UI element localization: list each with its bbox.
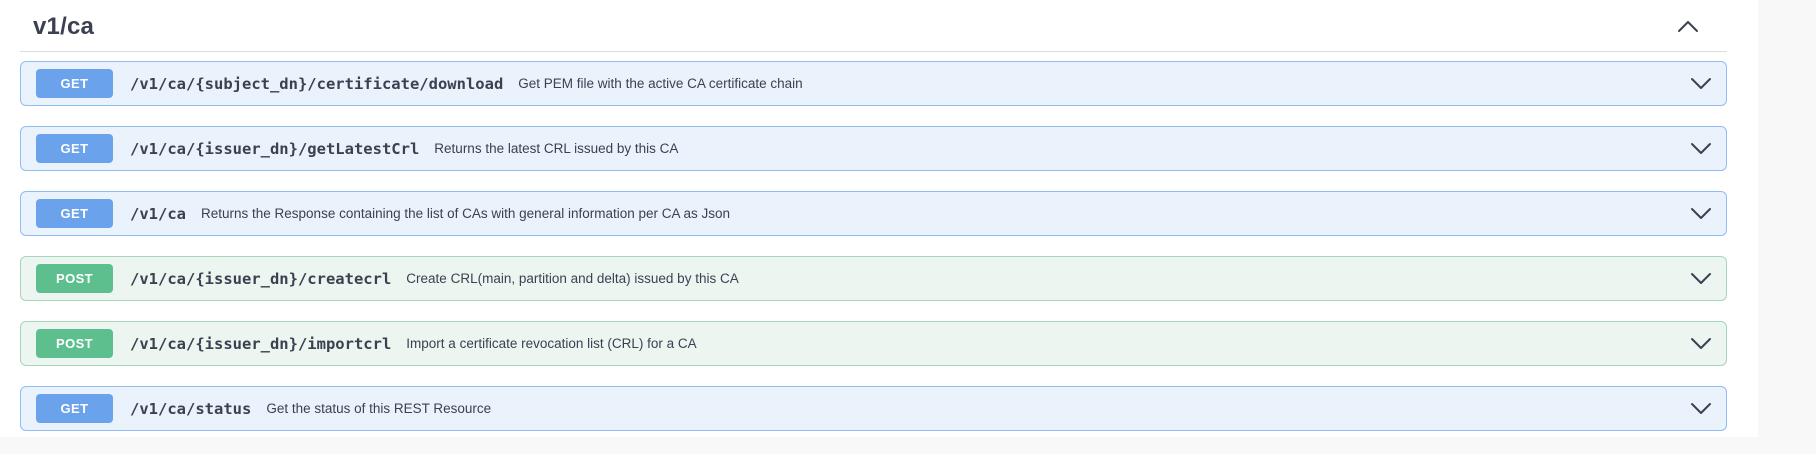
endpoint-path: /v1/ca — [130, 204, 186, 223]
expand-operation-button[interactable] — [1690, 142, 1712, 155]
section-collapse-button[interactable] — [1677, 20, 1699, 33]
chevron-down-icon — [1691, 403, 1711, 414]
expand-operation-button[interactable] — [1690, 272, 1712, 285]
http-method-badge: GET — [36, 69, 113, 98]
chevron-down-icon — [1691, 338, 1711, 349]
endpoint-row[interactable]: POST /v1/ca/{issuer_dn}/createcrl Create… — [20, 256, 1727, 301]
expand-operation-button[interactable] — [1690, 337, 1712, 350]
http-method-badge: POST — [36, 264, 113, 293]
expand-operation-button[interactable] — [1690, 77, 1712, 90]
expand-operation-button[interactable] — [1690, 207, 1712, 220]
endpoint-path: /v1/ca/{issuer_dn}/getLatestCrl — [130, 139, 420, 158]
chevron-up-icon — [1678, 21, 1698, 32]
chevron-down-icon — [1691, 273, 1711, 284]
endpoint-description: Get PEM file with the active CA certific… — [518, 76, 803, 91]
endpoint-row[interactable]: GET /v1/ca/{subject_dn}/certificate/down… — [20, 61, 1727, 106]
endpoint-list: GET /v1/ca/{subject_dn}/certificate/down… — [20, 52, 1727, 431]
endpoint-description: Returns the latest CRL issued by this CA — [434, 141, 679, 156]
chevron-down-icon — [1691, 208, 1711, 219]
endpoint-row[interactable]: POST /v1/ca/{issuer_dn}/importcrl Import… — [20, 321, 1727, 366]
http-method-badge: GET — [36, 134, 113, 163]
endpoint-description: Import a certificate revocation list (CR… — [406, 336, 697, 351]
endpoint-path: /v1/ca/{issuer_dn}/createcrl — [130, 269, 392, 288]
http-method-badge: POST — [36, 329, 113, 358]
endpoint-description: Create CRL(main, partition and delta) is… — [406, 271, 739, 286]
http-method-badge: GET — [36, 394, 113, 423]
section-header[interactable]: v1/ca — [20, 0, 1727, 52]
chevron-down-icon — [1691, 143, 1711, 154]
endpoint-path: /v1/ca/status — [130, 399, 252, 418]
endpoint-description: Get the status of this REST Resource — [266, 401, 492, 416]
endpoint-row[interactable]: GET /v1/ca/status Get the status of this… — [20, 386, 1727, 431]
chevron-down-icon — [1691, 78, 1711, 89]
endpoint-path: /v1/ca/{issuer_dn}/importcrl — [130, 334, 392, 353]
endpoint-row[interactable]: GET /v1/ca/{issuer_dn}/getLatestCrl Retu… — [20, 126, 1727, 171]
endpoint-description: Returns the Response containing the list… — [201, 206, 731, 221]
http-method-badge: GET — [36, 199, 113, 228]
expand-operation-button[interactable] — [1690, 402, 1712, 415]
endpoint-path: /v1/ca/{subject_dn}/certificate/download — [130, 74, 504, 93]
api-tag-section: v1/ca GET /v1/ca/{subject_dn}/certificat… — [20, 0, 1727, 431]
section-title: v1/ca — [33, 12, 95, 40]
endpoint-row[interactable]: GET /v1/ca Returns the Response containi… — [20, 191, 1727, 236]
